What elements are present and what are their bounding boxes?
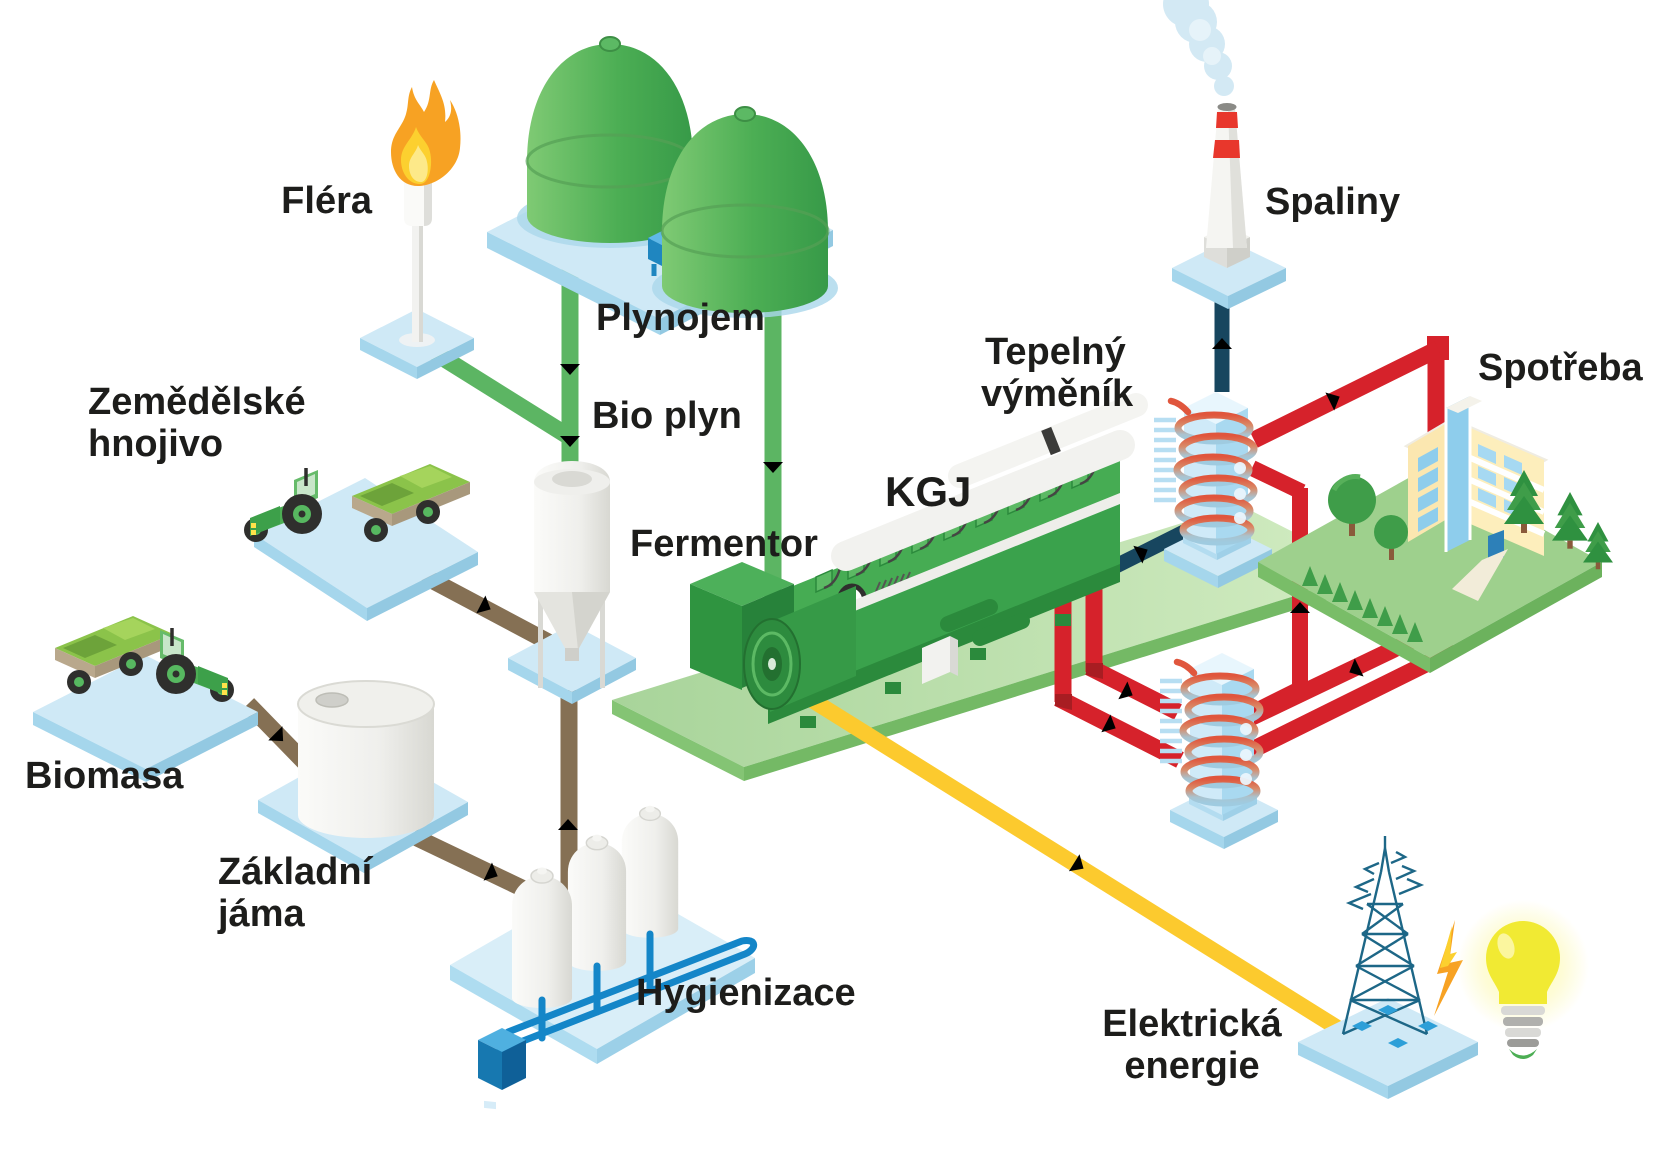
label-flare: Fléra bbox=[281, 180, 373, 222]
gas-dome-left bbox=[525, 36, 695, 243]
label-fermenter: Fermentor bbox=[630, 523, 818, 565]
label-biogas: Bio plyn bbox=[592, 395, 742, 437]
flare-station bbox=[360, 80, 474, 379]
label-pit-1: Základní bbox=[218, 851, 374, 893]
building-trees bbox=[1302, 470, 1613, 642]
engine-generator-drum bbox=[743, 586, 856, 712]
heat-exchanger-upper bbox=[1154, 392, 1272, 588]
label-fertilizer-1: Zemědělské bbox=[88, 381, 306, 423]
chimney-station bbox=[1163, 0, 1286, 309]
hygienization-station bbox=[450, 805, 758, 1110]
smoke-icon bbox=[1163, 0, 1234, 96]
label-heat-exchanger-1: Tepelný bbox=[985, 331, 1126, 373]
hygienization-piping bbox=[496, 930, 758, 1054]
label-fertilizer-2: hnojivo bbox=[88, 423, 223, 465]
fermenter-station bbox=[508, 461, 636, 704]
hygienization-pump bbox=[478, 1028, 526, 1110]
hygienization-tanks bbox=[512, 805, 679, 1008]
biomass-truck-station bbox=[33, 616, 258, 782]
fertilizer-tractor-station bbox=[242, 464, 478, 621]
power-pylon-station bbox=[1298, 836, 1478, 1099]
label-heat-exchanger-2: výměník bbox=[981, 373, 1134, 415]
reception-pit-station bbox=[258, 680, 468, 873]
label-gas-holder: Plynojem bbox=[596, 297, 765, 339]
label-chp: KGJ bbox=[885, 468, 971, 515]
gas-holder-station bbox=[487, 36, 838, 335]
bulb-icon bbox=[1457, 900, 1589, 1059]
heat-exchanger-lower bbox=[1160, 653, 1278, 849]
consumer-building-station bbox=[1258, 396, 1613, 673]
gas-dome-right bbox=[660, 106, 830, 313]
consumer-building bbox=[1403, 396, 1549, 601]
pylon-tower bbox=[1341, 836, 1429, 1036]
label-electricity-2: energie bbox=[1124, 1045, 1259, 1087]
flame-icon bbox=[391, 80, 461, 186]
label-electricity-1: Elektrická bbox=[1102, 1003, 1282, 1045]
label-pit-2: jáma bbox=[217, 893, 305, 935]
chp-engine bbox=[690, 393, 1148, 728]
label-consumption: Spotřeba bbox=[1478, 347, 1644, 389]
lightning-icon bbox=[1434, 920, 1463, 1016]
label-biomass: Biomasa bbox=[25, 755, 184, 797]
diagram-labels: Fléra Plynojem Bio plyn Zemědělské hnoji… bbox=[25, 180, 1644, 1087]
label-hygienization: Hygienizace bbox=[636, 972, 856, 1014]
label-flue-gas: Spaliny bbox=[1265, 181, 1400, 223]
